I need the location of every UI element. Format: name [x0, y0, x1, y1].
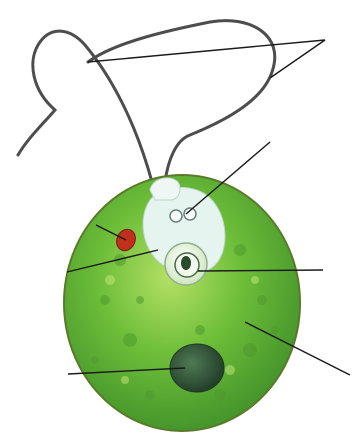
flagellum-right: [88, 21, 275, 182]
leader-line-nucleus: [198, 270, 323, 271]
leader-line-flagella-right: [270, 40, 325, 78]
nucleus: [165, 243, 207, 285]
contractile-vacuole-left: [170, 210, 182, 222]
flagella: [18, 21, 275, 182]
flagellum-left: [18, 31, 152, 182]
nucleolus: [181, 256, 191, 270]
